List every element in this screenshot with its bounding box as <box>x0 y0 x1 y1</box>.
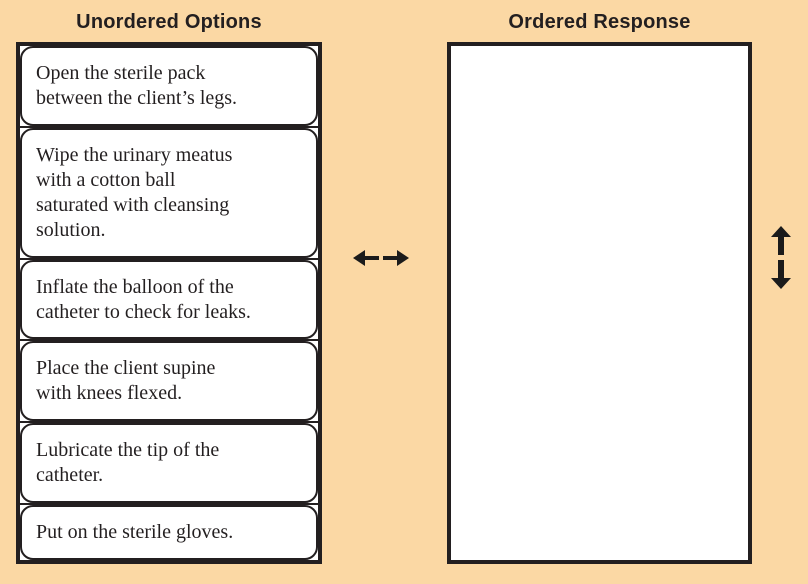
reorder-arrows <box>771 226 791 289</box>
transfer-arrows <box>353 249 409 267</box>
unordered-options-title: Unordered Options <box>76 11 262 33</box>
ordered-response-dropzone[interactable] <box>447 42 752 564</box>
option-card[interactable]: Lubricate the tip of the catheter. <box>20 423 318 504</box>
unordered-options-panel: Open the sterile pack between the client… <box>16 42 322 564</box>
card-divider <box>20 421 318 424</box>
down-arrow-icon <box>771 260 791 289</box>
card-divider <box>20 339 318 342</box>
up-arrow-icon <box>771 226 791 255</box>
ordered-response-title: Ordered Response <box>508 11 691 33</box>
option-card[interactable]: Put on the sterile gloves. <box>20 505 318 560</box>
right-arrow-icon <box>383 249 409 267</box>
card-divider <box>20 125 318 128</box>
option-card[interactable]: Open the sterile pack between the client… <box>20 46 318 126</box>
option-card[interactable]: Inflate the balloon of the catheter to c… <box>20 259 318 340</box>
option-card[interactable]: Wipe the urinary meatus with a cotton ba… <box>20 127 318 258</box>
card-divider <box>20 503 318 506</box>
left-arrow-icon <box>353 249 379 267</box>
option-card[interactable]: Place the client supine with knees flexe… <box>20 341 318 422</box>
card-divider <box>20 257 318 260</box>
